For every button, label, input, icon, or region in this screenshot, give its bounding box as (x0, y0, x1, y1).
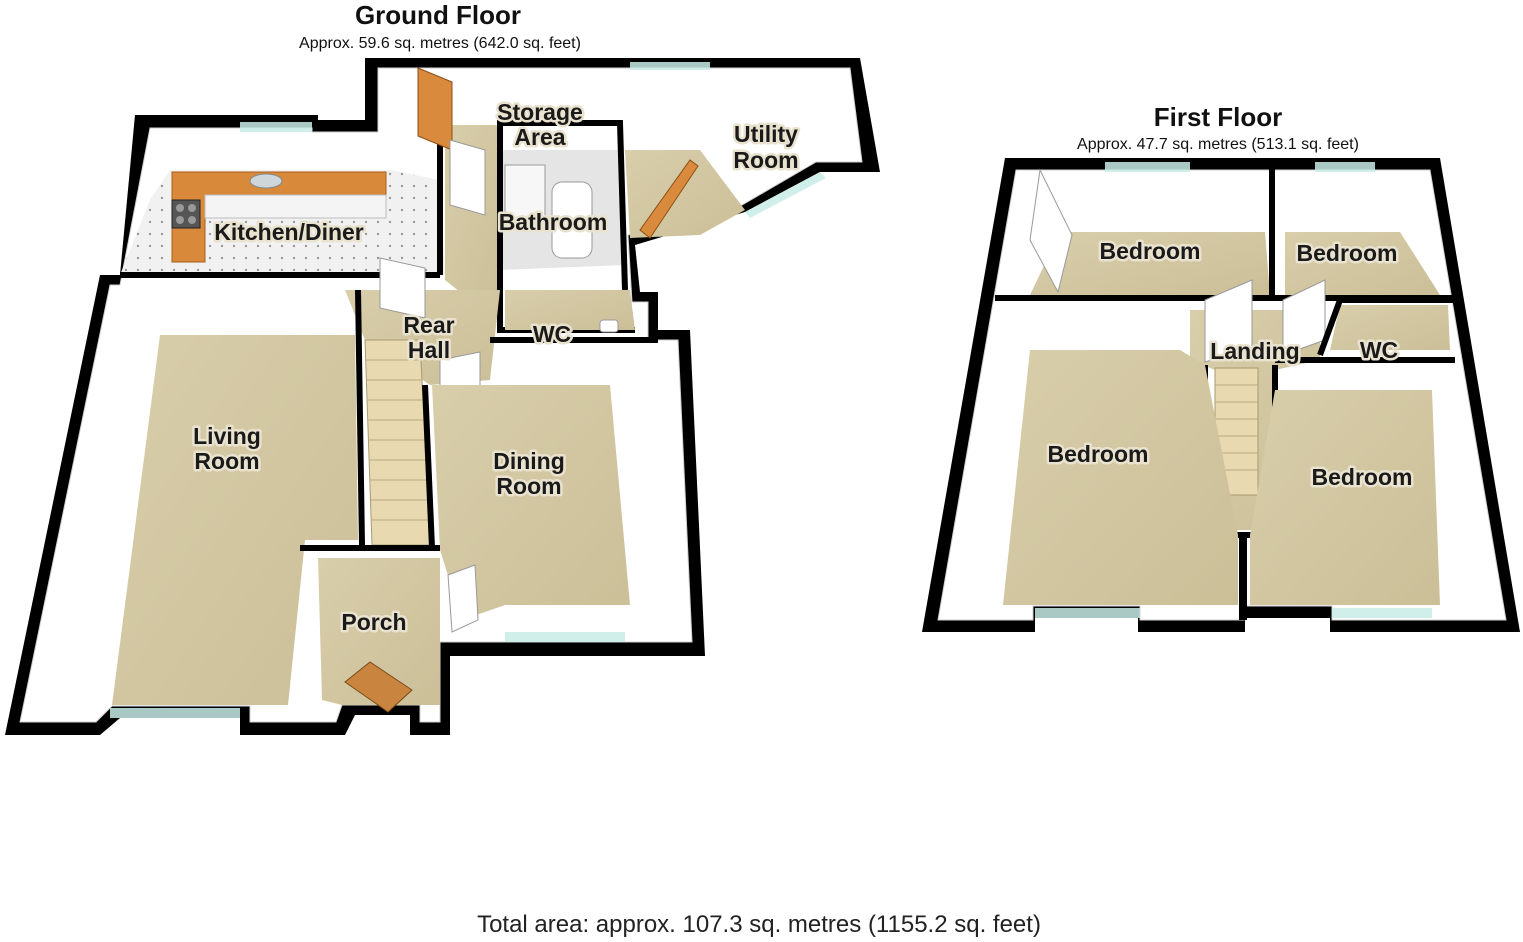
rear-hall-label-line1: Rear (403, 312, 454, 338)
utility-window (745, 172, 826, 218)
living-room-label-line1: Living (193, 423, 261, 449)
bedroom-back-left-label: Bedroom (1100, 238, 1201, 264)
landing-door-left (1204, 279, 1253, 363)
utility-door (639, 159, 699, 239)
dining-room-label-line2: Room (496, 473, 561, 499)
porch-floor (318, 558, 440, 705)
living-room-floor (112, 335, 358, 705)
first-wc-wall (1317, 297, 1455, 357)
wc-toilet-icon (599, 319, 619, 333)
bedroom-back-left-window (1105, 162, 1190, 172)
first-floor-area: Approx. 47.7 sq. metres (513.1 sq. feet) (1077, 136, 1359, 153)
front-door (344, 661, 413, 713)
storage-area-label-line2: Area (514, 124, 565, 150)
bathroom-label: Bathroom (499, 209, 608, 235)
ground-floor-area: Approx. 59.6 sq. metres (642.0 sq. feet) (299, 35, 581, 52)
storage-area-label-line1: Storage (497, 99, 583, 125)
kitchen-diner-label: Kitchen/Diner (214, 219, 364, 245)
hob-icon (171, 199, 201, 229)
rear-hall-label-line2: Hall (408, 337, 450, 363)
rear-hall-door (379, 257, 426, 319)
living-room-label-line2: Room (194, 448, 259, 474)
wardrobe-door (1029, 168, 1073, 294)
bathroom-wall-top (500, 120, 628, 291)
dining-room-floor (432, 385, 630, 620)
ground-staircase (364, 339, 431, 546)
ground-wc-label: WC (533, 321, 571, 347)
bedroom-front-right-floor (1250, 390, 1440, 605)
dining-room-door (447, 564, 479, 633)
first-floor-title: First Floor (1154, 102, 1283, 132)
bedroom-back-left-floor (1030, 232, 1270, 295)
first-wc-floor (1330, 305, 1450, 350)
dining-room-label-line1: Dining (493, 448, 565, 474)
landing-label: Landing (1210, 338, 1299, 364)
utility-room-label-line1: Utility (734, 121, 798, 147)
bedroom-back-right-floor (1285, 232, 1440, 295)
porch-label: Porch (341, 609, 406, 635)
kitchen-window (240, 122, 312, 132)
ground-floor (5, 58, 880, 735)
total-area: Total area: approx. 107.3 sq. metres (11… (477, 911, 1041, 938)
bedroom-front-left-label: Bedroom (1048, 441, 1149, 467)
stair-wall-left (355, 289, 365, 546)
first-wc-label: WC (1360, 337, 1398, 363)
stair-wall-right (422, 384, 435, 549)
utility-room-label-line2: Room (733, 147, 798, 173)
utility-top-window (630, 62, 710, 70)
rear-door (417, 67, 453, 151)
living-room-window (110, 708, 240, 718)
ground-floor-title: Ground Floor (355, 0, 521, 30)
sink-icon (249, 173, 283, 189)
bedroom-back-right-label: Bedroom (1297, 240, 1398, 266)
hob-ring-icon (176, 216, 184, 224)
kitchen-cabinets (204, 194, 387, 219)
first-floor (922, 158, 1520, 632)
bedroom-back-right-window (1315, 162, 1375, 172)
bedroom-front-left-floor (1003, 350, 1238, 605)
bath-icon (551, 181, 593, 259)
bedroom-front-left-window (1035, 608, 1140, 618)
dining-room-window (505, 632, 625, 642)
hob-ring-icon (188, 204, 196, 212)
bedroom-front-right-window (1332, 608, 1432, 618)
storage-door (449, 139, 486, 216)
hob-ring-icon (188, 216, 196, 224)
shower-icon (504, 164, 546, 221)
hob-ring-icon (176, 204, 184, 212)
bedroom-front-right-label: Bedroom (1312, 464, 1413, 490)
